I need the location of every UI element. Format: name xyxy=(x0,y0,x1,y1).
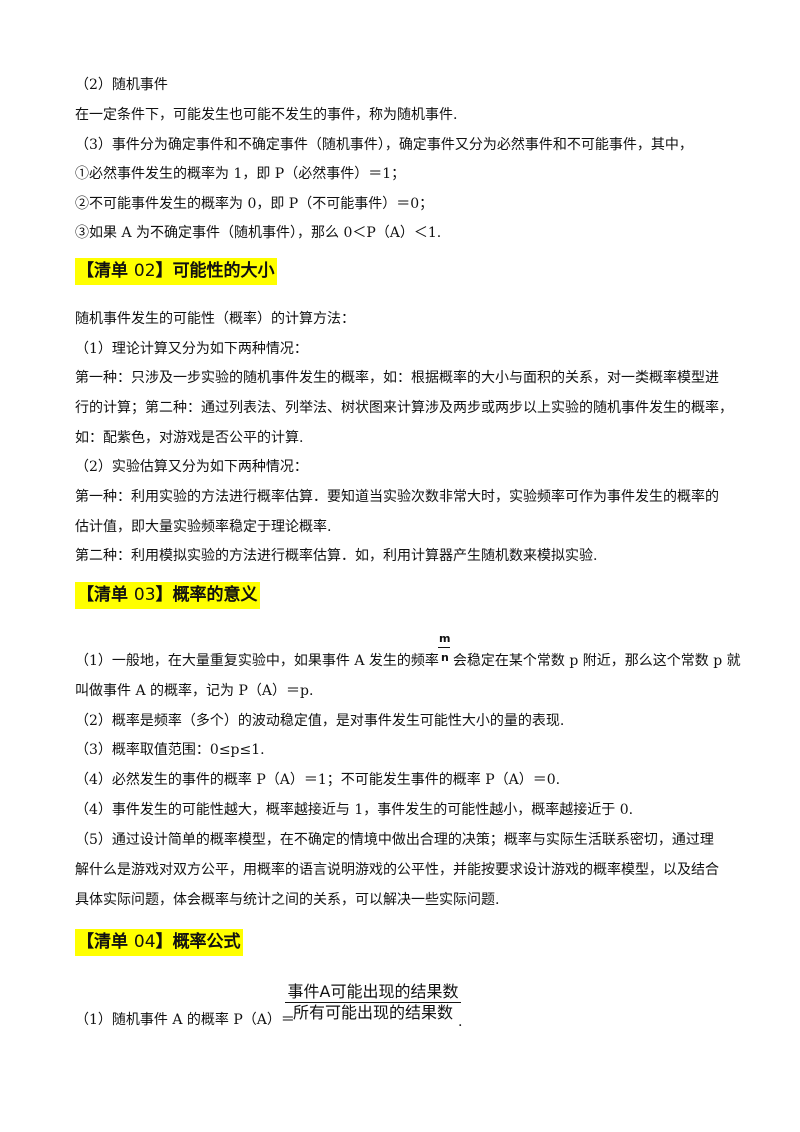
fraction-numerator: m xyxy=(439,632,451,645)
text-line: （1）理论计算又分为如下两种情况： xyxy=(75,341,308,357)
text-line: 在一定条件下，可能发生也可能不发生的事件，称为随机事件. xyxy=(75,107,458,123)
text-line: 估计值，即大量实验频率稳定于理论概率. xyxy=(75,519,332,535)
section-heading: 【清单 04】概率公式 xyxy=(75,929,243,956)
text-fragment: 会稳定在某个常数 p 附近，那么这个常数 p 就 xyxy=(452,653,741,669)
text-line: （1）一般地，在大量重复实验中，如果事件 A 发生的频率会稳定在某个常数 p 附… xyxy=(75,651,741,671)
text-line: 第二种：利用模拟实验的方法进行概率估算．如，利用计算器产生随机数来模拟实验. xyxy=(75,548,598,564)
heading-title: 可能性的大小 xyxy=(172,261,275,281)
section-heading: 【清单 03】概率的意义 xyxy=(75,582,260,609)
text-line: 解什么是游戏对双方公平，用概率的语言说明游戏的公平性，并能按要求设计游戏的概率模… xyxy=(75,862,719,878)
text-line: （4）必然发生的事件的概率 P（A）＝1；不可能发生事件的概率 P（A）＝0. xyxy=(75,772,561,788)
text-line: 具体实际问题，体会概率与统计之间的关系，可以解决一些实际问题. xyxy=(75,892,500,908)
text-line: 第一种：利用实验的方法进行概率估算．要知道当实验次数非常大时，实验频率可作为事件… xyxy=(75,489,719,505)
text-line: ①必然事件发生的概率为 1，即 P（必然事件）＝1； xyxy=(75,166,406,182)
text-line: 行的计算；第二种：通过列表法、列举法、树状图来计算涉及两步或两步以上实验的随机事… xyxy=(75,400,733,416)
text-line: 如：配紫色，对游戏是否公平的计算. xyxy=(75,430,304,446)
text-line: 叫做事件 A 的概率，记为 P（A）＝p. xyxy=(75,683,314,699)
heading-bracket-open: 【清单 xyxy=(77,932,134,952)
formula-fraction-bar xyxy=(285,1002,461,1003)
heading-title: 概率的意义 xyxy=(172,585,258,605)
text-line: （1）随机事件 A 的概率 P（A）＝ xyxy=(75,1012,295,1028)
heading-title: 概率公式 xyxy=(172,932,241,952)
text-line: （2）实验估算又分为如下两种情况： xyxy=(75,459,308,475)
heading-bracket-open: 【清单 xyxy=(77,261,134,281)
text-line: （3）概率取值范围：0≤p≤1. xyxy=(75,742,265,758)
text-line: （2）概率是频率（多个）的波动稳定值，是对事件发生可能性大小的量的表现. xyxy=(75,713,565,729)
heading-bracket-open: 【清单 xyxy=(77,585,134,605)
heading-number: 02 xyxy=(133,261,156,281)
fraction-bar xyxy=(438,647,450,648)
heading-bracket-close: 】 xyxy=(155,585,173,605)
formula-numerator: 事件A可能出现的结果数 xyxy=(287,982,459,1001)
text-line: ③如果 A 为不确定事件（随机事件），那么 0＜P（A）＜1. xyxy=(75,225,442,241)
text-line: ②不可能事件发生的概率为 0，即 P（不可能事件）＝0； xyxy=(75,196,434,212)
formula-denominator: 所有可能出现的结果数 xyxy=(292,1003,453,1022)
text-line: . xyxy=(458,1014,463,1030)
section-heading: 【清单 02】可能性的大小 xyxy=(75,258,277,285)
text-fragment: （1）一般地，在大量重复实验中，如果事件 A 发生的频率 xyxy=(75,653,439,669)
text-line: 第一种：只涉及一步实验的随机事件发生的概率，如：根据概率的大小与面积的关系，对一… xyxy=(75,370,719,386)
text-line: 随机事件发生的可能性（概率）的计算方法： xyxy=(75,311,355,327)
probability-formula-fraction: 事件A可能出现的结果数 所有可能出现的结果数 xyxy=(283,982,463,1023)
fraction-denominator: n xyxy=(441,651,449,664)
text-line: （3）事件分为确定事件和不确定事件（随机事件），确定事件又分为必然事件和不可能事… xyxy=(75,137,693,153)
heading-bracket-close: 】 xyxy=(155,932,173,952)
text-line: （4）事件发生的可能性越大，概率越接近与 1，事件发生的可能性越小，概率越接近于… xyxy=(75,802,634,818)
heading-number: 04 xyxy=(133,932,156,952)
heading-bracket-close: 】 xyxy=(155,261,173,281)
heading-number: 03 xyxy=(133,585,156,605)
text-line: （2）随机事件 xyxy=(75,77,168,93)
text-line: （5）通过设计简单的概率模型，在不确定的情境中做出合理的决策；概率与实际生活联系… xyxy=(75,832,714,848)
